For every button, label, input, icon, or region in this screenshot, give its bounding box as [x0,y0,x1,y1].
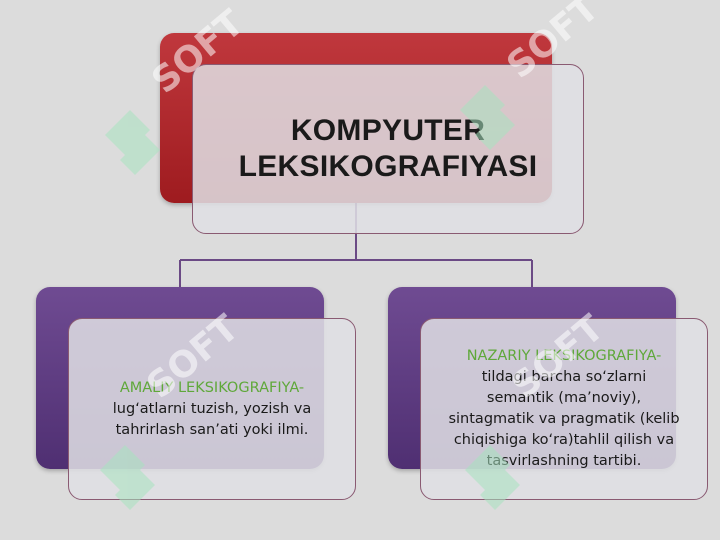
left-node-text: AMALIY LEKSIKOGRAFIYA- lug‘atlarni tuzis… [87,378,337,441]
top-node-box: KOMPYUTER LEKSIKOGRAFIYASI [192,64,584,234]
right-node-text: NAZARIY LEKSIKOGRAFIYA- tildagi barcha s… [447,346,681,472]
right-node-term: NAZARIY LEKSIKOGRAFIYA- [466,348,662,364]
left-node-term: AMALIY LEKSIKOGRAFIYA- [119,379,305,396]
right-node-definition: tildagi barcha so‘zlarni semantik (ma’no… [448,369,680,469]
top-node-title: KOMPYUTER LEKSIKOGRAFIYASI [238,114,538,183]
right-node-box: NAZARIY LEKSIKOGRAFIYA- tildagi barcha s… [420,318,708,500]
left-node-definition: lug‘atlarni tuzish, yozish va tahrirlash… [112,400,312,438]
left-node-box: AMALIY LEKSIKOGRAFIYA- lug‘atlarni tuzis… [68,318,356,500]
